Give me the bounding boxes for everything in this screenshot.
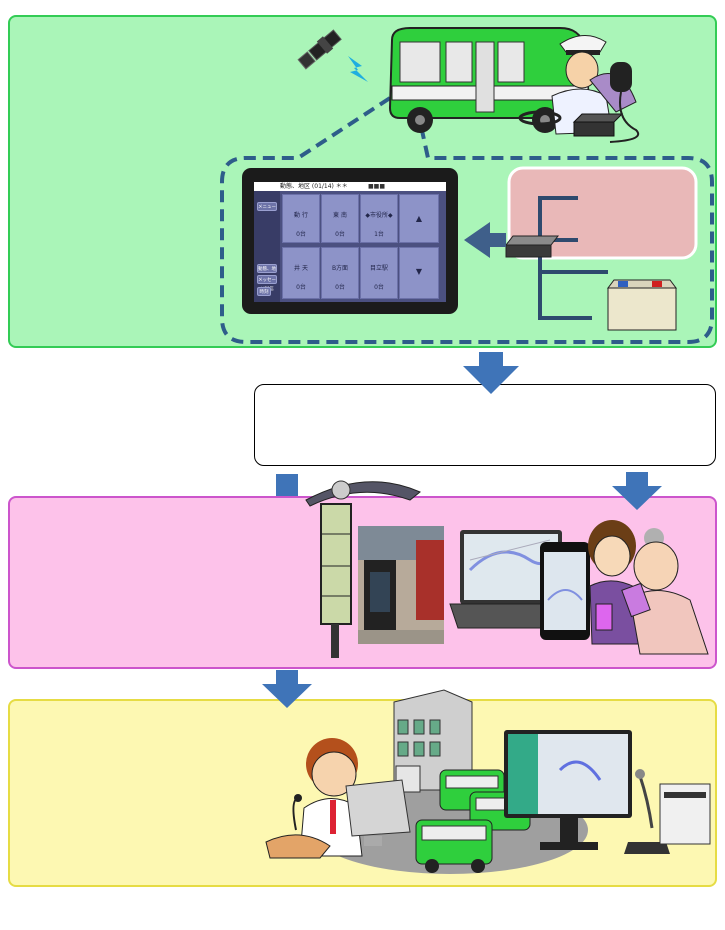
area-cell-label: 目立駅 bbox=[369, 265, 388, 272]
tablet-screen: 動態、地区 (01/14) ＊＊ ■■■ メニュー 動態、地区 メッセージ送信 … bbox=[254, 182, 446, 302]
down-arrow-icon bbox=[276, 474, 298, 496]
area-cell[interactable]: 動 行 0台 bbox=[282, 194, 320, 243]
scroll-up-button[interactable]: ▲ bbox=[399, 194, 439, 243]
area-cell-label: 井 天 bbox=[294, 265, 308, 272]
area-cell[interactable]: 東 南 0台 bbox=[321, 194, 359, 243]
tablet-header: 動態、地区 (01/14) ＊＊ ■■■ bbox=[254, 182, 446, 191]
scroll-down-button[interactable]: ▼ bbox=[399, 247, 439, 299]
area-cell[interactable]: B方面 0台 bbox=[321, 247, 359, 299]
passenger-panel bbox=[8, 496, 717, 669]
operator-panel bbox=[8, 699, 717, 887]
menu-button[interactable]: メニュー bbox=[257, 202, 277, 211]
up-arrow-icon: ▲ bbox=[415, 214, 423, 223]
server-box bbox=[254, 384, 716, 466]
area-cell-count: 0台 bbox=[296, 231, 306, 238]
bus-stop-number: 4 bbox=[370, 548, 384, 562]
area-cell-count: 0台 bbox=[374, 284, 384, 291]
down-arrow-icon: ▼ bbox=[415, 267, 423, 276]
area-cell[interactable]: 井 天 0台 bbox=[282, 247, 320, 299]
side-button-message[interactable]: メッセージ送信 bbox=[257, 275, 277, 292]
area-cell-count: 1台 bbox=[374, 231, 384, 238]
area-cell-label: 動 行 bbox=[294, 212, 308, 219]
side-button-time[interactable]: 時刻 bbox=[257, 287, 271, 296]
tablet-header-text: 動態、地区 (01/14) ＊＊ bbox=[280, 183, 348, 190]
area-cell-count: 0台 bbox=[335, 284, 345, 291]
area-cell-count: 0台 bbox=[296, 284, 306, 291]
area-cell-count: 0台 bbox=[335, 231, 345, 238]
battery-label: BATTERY bbox=[622, 314, 664, 324]
tablet-icon: 動態、地区 (01/14) ＊＊ ■■■ メニュー 動態、地区 メッセージ送信 … bbox=[242, 168, 458, 314]
area-cell-label: B方面 bbox=[331, 265, 349, 272]
area-cell-label: ◆市役所◆ bbox=[365, 212, 393, 219]
tablet-header-blocks: ■■■ bbox=[368, 183, 386, 190]
side-button-status[interactable]: 動態、地区 bbox=[257, 264, 277, 281]
area-cell[interactable]: 目立駅 0台 bbox=[360, 247, 398, 299]
area-cell-label: 東 南 bbox=[333, 212, 347, 219]
area-cell[interactable]: ◆市役所◆ 1台 bbox=[360, 194, 398, 243]
